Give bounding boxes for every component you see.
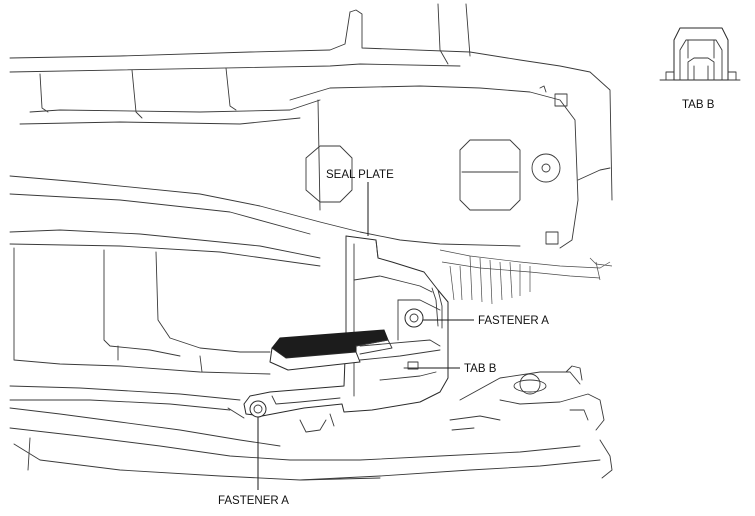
fastener-a-label-right: FASTENER A: [478, 315, 549, 327]
tab-b-label-inset: TAB B: [682, 99, 715, 111]
seal-plate-label: SEAL PLATE: [326, 169, 394, 181]
vehicle-structure-lines: [9, 3, 613, 481]
tab-b-label-right: TAB B: [464, 363, 497, 375]
fastener-a-label-bottom: FASTENER A: [218, 495, 289, 507]
seal-plate-part: [243, 235, 449, 433]
leader-lines: [257, 182, 474, 490]
removal-direction-arrow: [269, 329, 393, 371]
tab-b-detail-inset: [659, 27, 741, 81]
